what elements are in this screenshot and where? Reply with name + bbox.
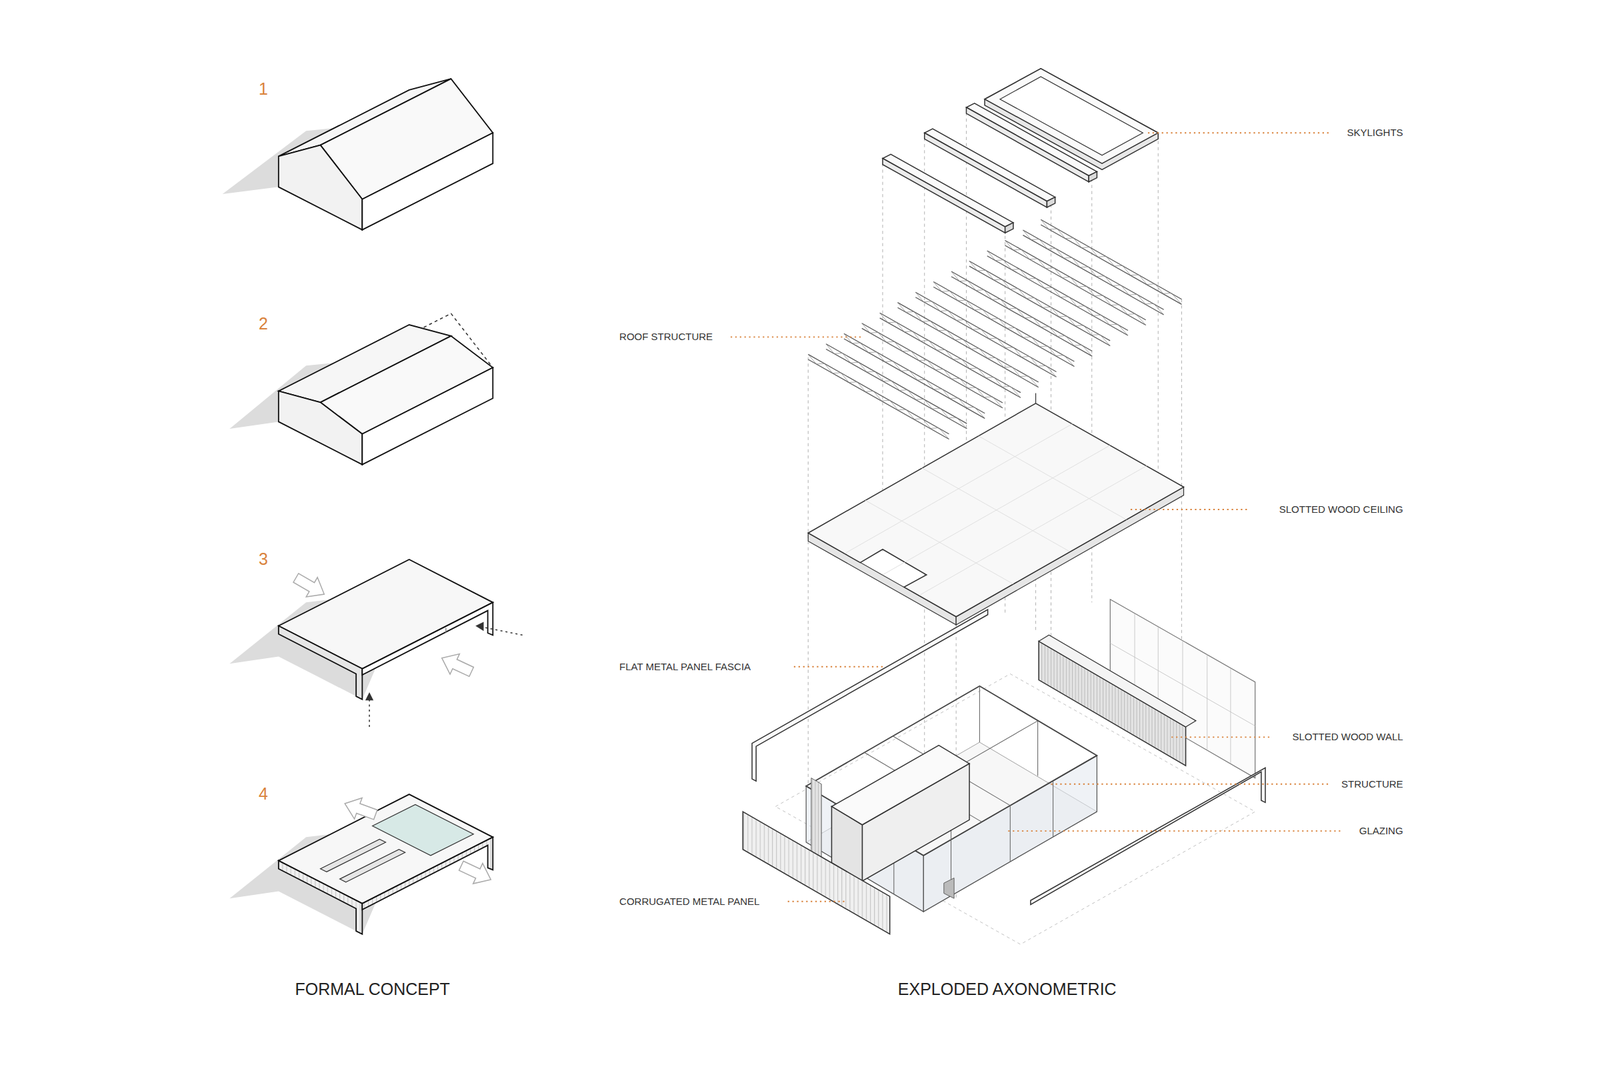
part-label: GLAZING <box>1359 824 1404 836</box>
step-number: 3 <box>258 549 268 569</box>
skylights <box>882 68 1158 233</box>
step-number: 4 <box>258 784 268 804</box>
part-label: SKYLIGHTS <box>1346 126 1403 138</box>
step-number: 1 <box>258 79 268 99</box>
gable-massing <box>222 78 494 230</box>
part-label: ROOF STRUCTURE <box>619 330 713 342</box>
figure-caption: EXPLODED AXONOMETRIC <box>898 979 1117 999</box>
skylit-massing <box>229 792 496 934</box>
building-base <box>742 599 1266 944</box>
roof-trusses <box>808 219 1182 439</box>
part-label: STRUCTURE <box>1341 778 1404 790</box>
part-label: SLOTTED WOOD CEILING <box>1279 503 1404 515</box>
part-label: FLAT METAL PANEL FASCIA <box>619 660 751 672</box>
figure-caption: FORMAL CONCEPT <box>294 979 450 999</box>
part-label: CORRUGATED METAL PANEL <box>619 895 760 907</box>
flattened-massing <box>229 313 493 465</box>
part-label: SLOTTED WOOD WALL <box>1292 730 1403 742</box>
ceiling-plane <box>808 393 1184 625</box>
step-number: 2 <box>258 314 268 334</box>
leader-lines <box>730 132 1343 902</box>
opened-massing <box>229 559 522 727</box>
